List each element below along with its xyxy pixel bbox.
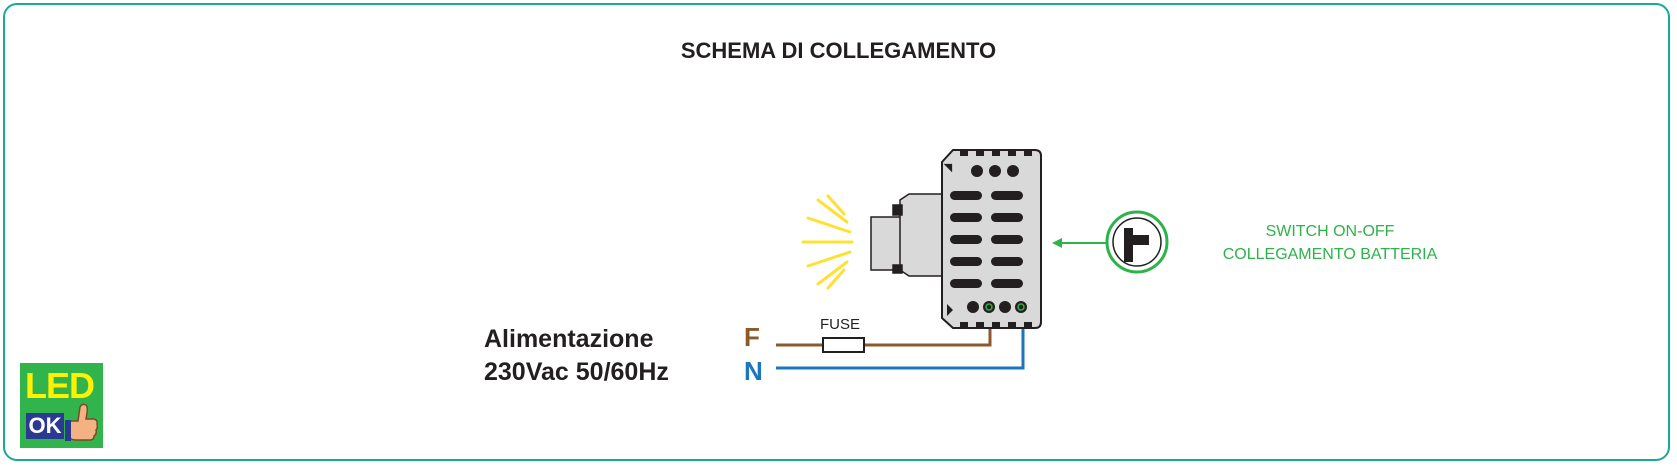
phase-wire [776,329,992,347]
switch-label: SWITCH ON-OFF COLLEGAMENTO BATTERIA [1180,220,1480,266]
device-connector [870,193,945,277]
fuse-label: FUSE [820,316,861,333]
neutral-wire [776,329,1025,370]
phase-label: F [744,322,760,352]
switch-label-line-2: COLLEGAMENTO BATTERIA [1222,246,1438,263]
terminal-highlights [985,303,1025,311]
diagram-title: SCHEMA DI COLLEGAMENTO [680,38,997,63]
light-rays-icon [801,194,854,290]
switch-arrow [1052,238,1110,248]
logo-led-text: LED [25,365,95,406]
neutral-label: N [744,356,763,386]
power-line-2: 230Vac 50/60Hz [484,358,669,386]
power-supply-label: Alimentazione 230Vac 50/60Hz [484,323,669,389]
fuse-icon [822,337,865,353]
switch-label-line-1: SWITCH ON-OFF [1265,223,1395,240]
relay-module-details [943,149,1032,329]
diagram-frame [3,3,1670,461]
switch-icon [1105,210,1169,274]
power-line-1: Alimentazione [484,325,654,353]
led-ok-logo: LED OK [20,363,103,448]
thumbs-up-icon [65,403,99,441]
logo-ok-text: OK [26,413,64,439]
